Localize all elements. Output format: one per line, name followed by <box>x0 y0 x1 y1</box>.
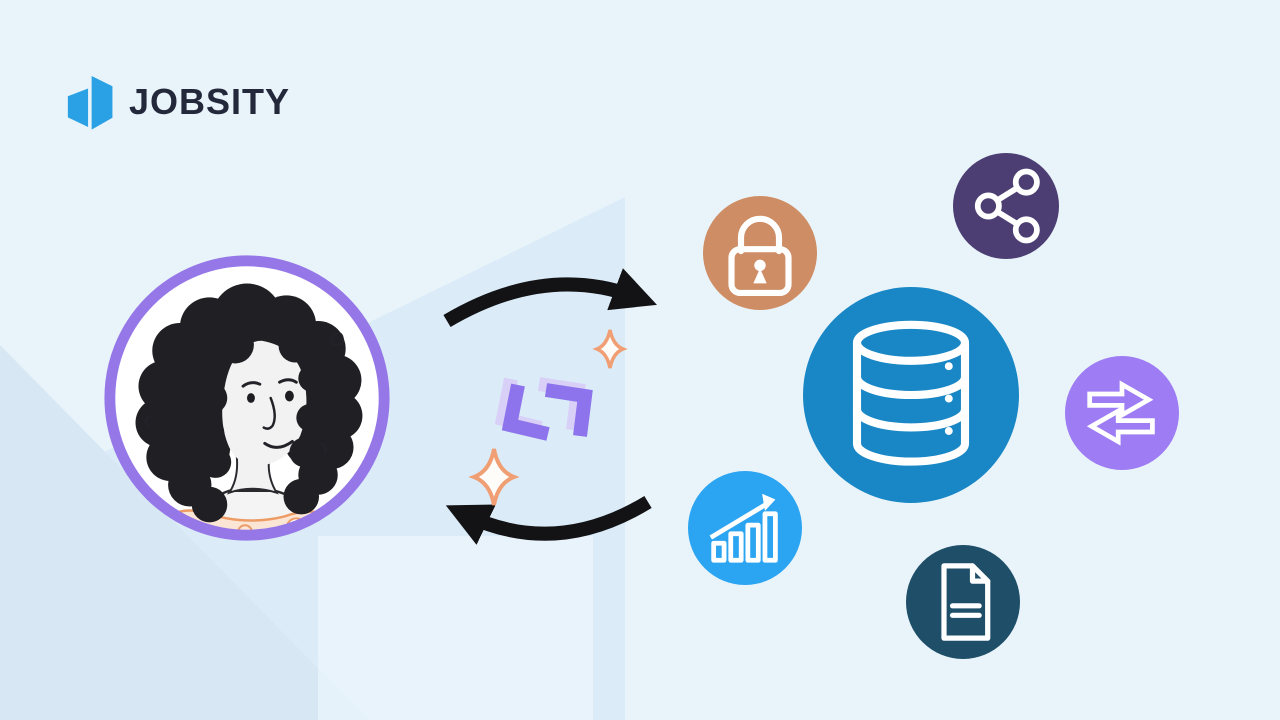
bottom-sync-arrow-icon <box>445 496 652 545</box>
sparkle-large-icon <box>468 448 520 506</box>
jobsity-logo-text: JOBSITY <box>129 81 291 122</box>
background-corner-shape <box>0 345 369 720</box>
transfer-badge <box>1065 356 1179 470</box>
document-icon <box>941 563 991 641</box>
lock-icon <box>728 215 792 296</box>
user-avatar <box>99 250 395 546</box>
database-icon <box>852 320 970 466</box>
bar-chart-icon <box>709 493 778 563</box>
avatar-face-features <box>144 332 345 454</box>
sparkle-small-icon <box>592 329 628 369</box>
avatar-face <box>222 340 307 466</box>
jobsity-logo-icon <box>67 76 113 130</box>
top-sync-arrow-icon <box>443 268 657 328</box>
avatar-illustration <box>104 255 390 541</box>
document-badge <box>906 545 1020 659</box>
jobsity-logo: JOBSITY <box>64 72 290 132</box>
share-icon <box>974 168 1040 244</box>
analytics-badge <box>688 471 802 585</box>
avatar-ring <box>104 255 390 541</box>
transfer-icon <box>1086 380 1155 446</box>
security-badge <box>703 196 817 310</box>
background-band <box>318 536 593 720</box>
code-brackets-icon <box>494 377 593 441</box>
logo-mark-right-page <box>91 76 113 130</box>
share-badge <box>953 153 1059 259</box>
avatar-bangs <box>194 325 326 478</box>
logo-mark-left-page <box>67 88 89 128</box>
database-badge <box>803 287 1019 503</box>
